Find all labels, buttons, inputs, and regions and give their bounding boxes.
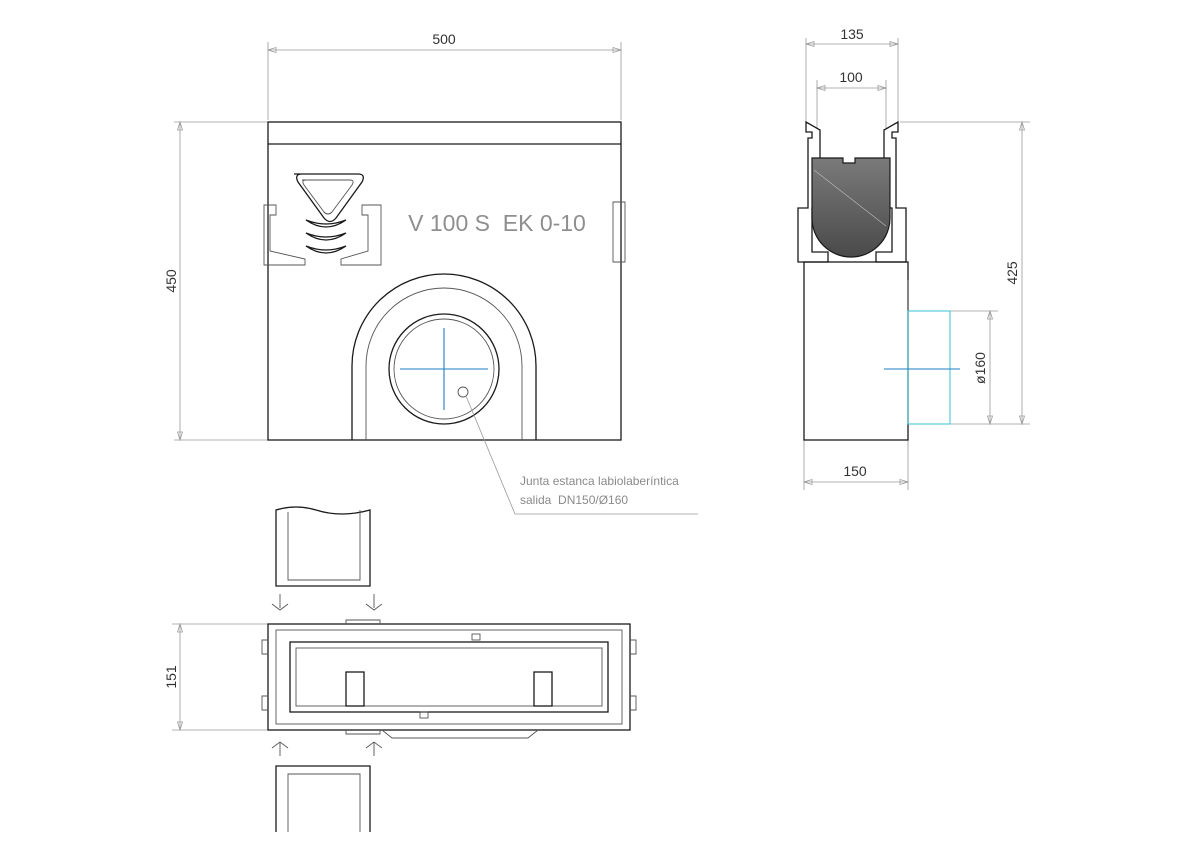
dimension-outlet-diameter-label: ø160	[972, 352, 988, 384]
dimension-front-width-label: 500	[432, 31, 456, 47]
right-clip	[612, 201, 626, 263]
dimension-side-base-width: 150	[802, 440, 910, 490]
front-view: 500 450 V 100 S EK 0-10	[163, 31, 698, 515]
dimension-side-top-width: 135	[804, 26, 900, 125]
dimension-front-height: 450	[163, 120, 268, 442]
channel-profile	[811, 157, 891, 258]
dimension-front-height-label: 450	[163, 269, 179, 293]
outlet-circle	[388, 313, 500, 425]
note-leader	[465, 395, 698, 515]
handle-triangle	[294, 173, 364, 223]
plan-body	[261, 619, 637, 739]
note-line-2: salida DN150/Ø160	[520, 493, 628, 507]
left-clip	[263, 204, 306, 266]
dimension-side-height-label: 425	[1004, 261, 1020, 285]
dimension-plan-width: 151	[163, 622, 268, 732]
note-line-1: Junta estanca labiolaberíntica	[520, 474, 679, 488]
dimension-front-width: 500	[266, 31, 623, 120]
lower-channel-stub	[271, 741, 383, 832]
chevron-marks	[305, 219, 347, 254]
dimension-side-inner-width-label: 100	[839, 69, 863, 85]
dimension-side-height: 425	[900, 120, 1030, 426]
front-body-outline	[267, 121, 622, 441]
dimension-plan-width-label: 151	[163, 665, 179, 689]
upper-channel-stub	[271, 506, 383, 611]
dimension-side-inner-width: 100	[815, 69, 888, 128]
dimension-outlet-diameter: ø160	[950, 309, 998, 426]
plan-view: 151	[163, 506, 637, 832]
outlet-arch	[351, 273, 537, 440]
side-view: 135 100 425 ø160	[797, 26, 1030, 490]
dimension-side-base-width-label: 150	[843, 463, 867, 479]
side-body-outline	[803, 261, 909, 441]
dimension-side-top-width-label: 135	[840, 26, 864, 42]
product-label: V 100 S EK 0-10	[408, 210, 586, 236]
side-outlet-pipe	[884, 310, 960, 425]
